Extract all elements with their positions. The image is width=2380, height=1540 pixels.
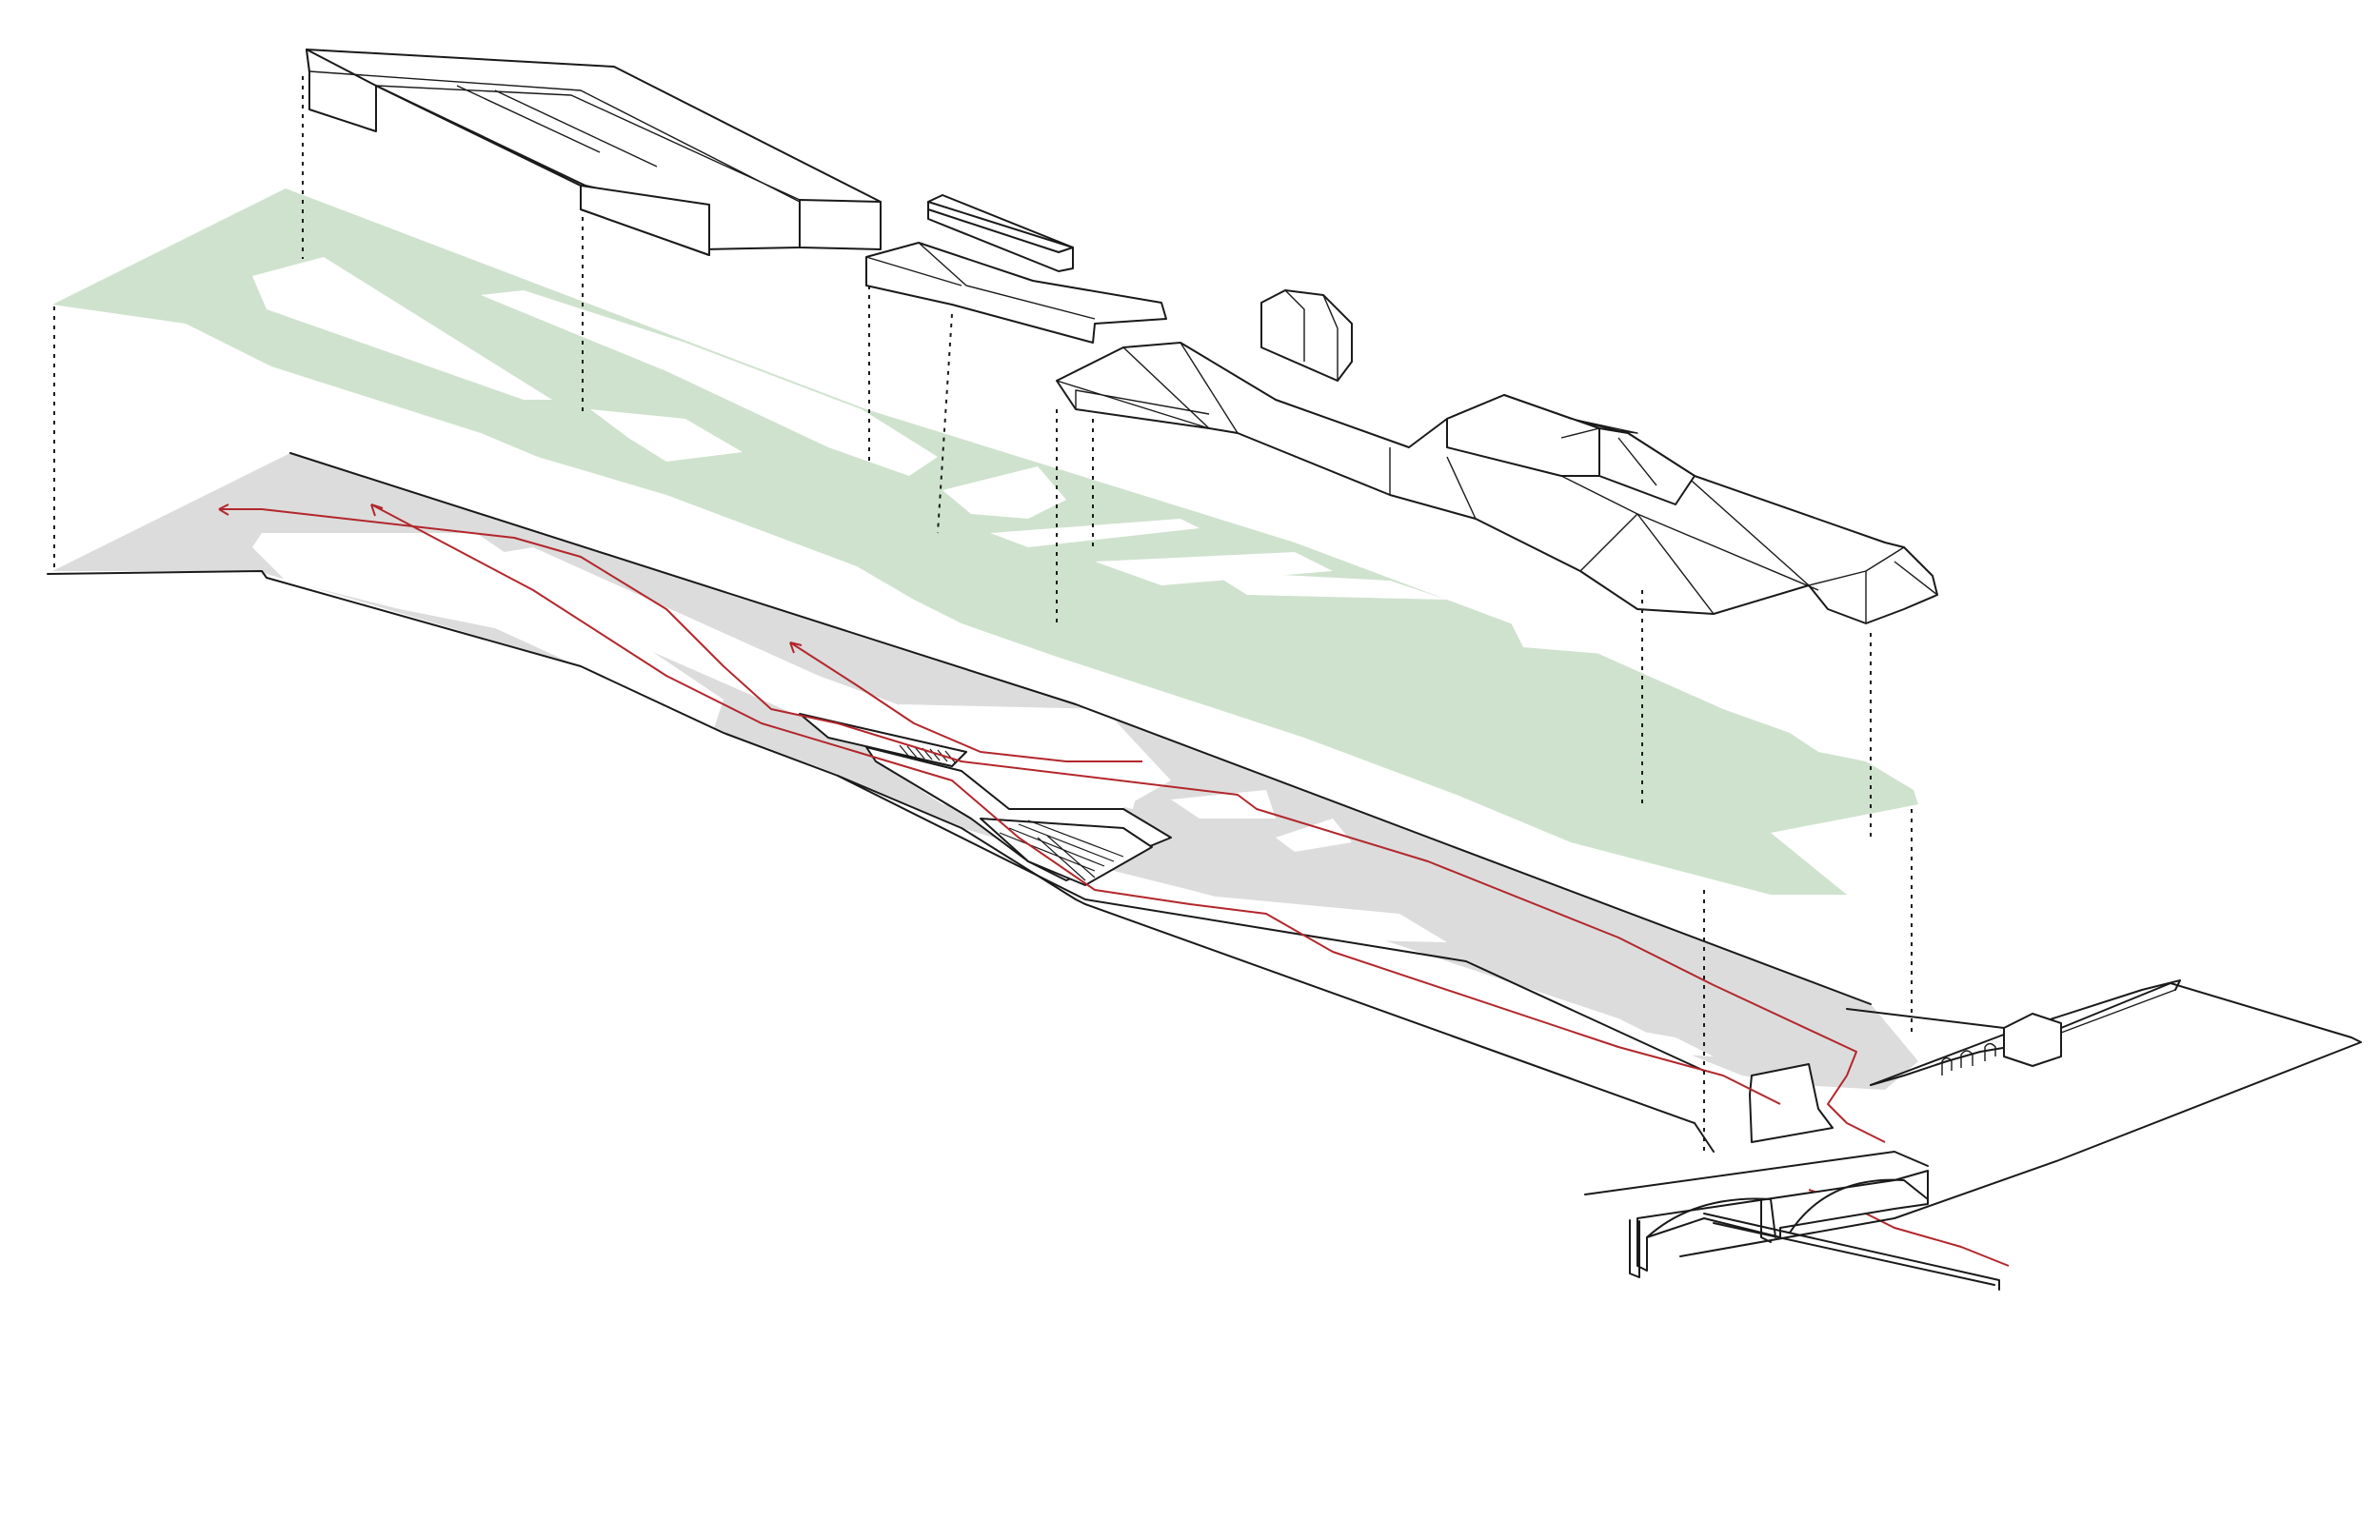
landscape-surface: [52, 188, 1918, 895]
wall-far: [1679, 982, 2362, 1257]
route-main: [219, 508, 1886, 1143]
landscape-void-8: [1504, 609, 1637, 657]
wall-arches: [1941, 1042, 1996, 1076]
building-main-volume: [1056, 342, 1938, 624]
bridge-deck: [1584, 1151, 1929, 1195]
landscape-void-2: [481, 290, 938, 476]
building-long-slab: [306, 49, 882, 256]
route-arrow-3: [789, 642, 803, 654]
bridge-body: [1636, 1170, 1929, 1272]
landscape-void-3: [590, 409, 743, 462]
landscape-layer: [52, 188, 1918, 895]
route-lower: [370, 503, 1781, 1105]
wall-right-lower: [1870, 1046, 2010, 1086]
route-branch: [789, 642, 1142, 762]
bridge-pier-2: [1760, 1198, 1772, 1243]
building-volumes: [306, 49, 1938, 624]
ground-edge-lower: [837, 775, 1705, 1072]
landscape-void-5: [990, 519, 1200, 547]
bridge-and-wall: [1584, 979, 2362, 1291]
landscape-void-7: [1209, 571, 1447, 600]
landscape-void-6: [1095, 552, 1333, 585]
building-small-block: [1260, 289, 1353, 382]
ground-void-1: [252, 533, 724, 728]
ground-edge-outline: [289, 452, 1872, 1005]
ground-void-4: [1171, 790, 1276, 819]
route-arrow-1: [218, 503, 229, 516]
bridge-pier: [1629, 1219, 1640, 1278]
ramp-wall-end: [1749, 1063, 1834, 1143]
landscape-void-1: [252, 257, 552, 400]
wall-far-top: [2060, 989, 2176, 1034]
river-edge: [1703, 1213, 2000, 1291]
ground-void-7: [1190, 952, 1714, 1056]
building-small-bars: [865, 194, 1167, 344]
stair-hatch-lower: [999, 819, 1124, 881]
ground-void-6: [1095, 885, 1447, 942]
ground-void-5: [1276, 819, 1352, 852]
wall-tower: [2003, 1013, 2062, 1067]
bridge-arch-1: [1646, 1197, 1776, 1238]
stair-ramp-feature: [799, 713, 1172, 886]
bridge-arch-2: [1789, 1178, 1929, 1234]
pedestrian-routes: [218, 503, 2010, 1267]
landscape-void-4: [942, 466, 1066, 519]
ground-plan-layer: [47, 452, 1918, 1153]
projection-lines: [53, 76, 1913, 1156]
route-arrow-2: [370, 503, 384, 517]
